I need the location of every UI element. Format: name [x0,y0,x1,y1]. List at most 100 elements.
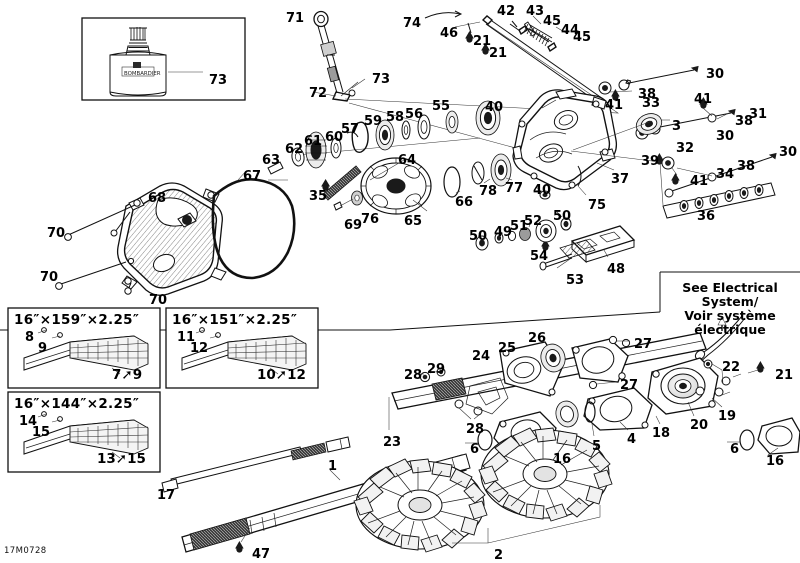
part-callout-70: 70 [40,270,59,285]
part-callout-39: 39 [641,154,660,169]
part-callout-21: 21 [775,368,794,383]
track-box-range-0: 7➚9 [112,367,143,383]
track-box-size-2: 16″×144″×2.25″ [14,396,140,412]
chaincase-housing [512,88,618,191]
part-callout-41: 41 [694,92,713,107]
part-callout-50: 50 [469,229,488,244]
document-id: 17M0728 [4,546,47,556]
part-callout-77: 77 [505,181,524,196]
part-callout-36: 36 [697,209,716,224]
part-callout-64: 64 [398,153,417,168]
track-box-num-1-b: 12 [190,341,209,356]
part-callout-31: 31 [749,107,768,122]
part-callout-21: 21 [473,34,492,49]
shift-rod-hardware [424,10,607,105]
track-box-size-1: 16″×151″×2.25″ [172,312,298,328]
part-callout-16: 16 [766,454,785,469]
part-callout-55: 55 [432,99,451,114]
track-box-num-0-b: 9 [38,341,48,356]
part-callout-50: 50 [553,209,572,224]
part-callout-26: 26 [528,331,547,346]
part-callout-56: 56 [405,107,424,122]
electrical-note-line-0: See Electrical [682,280,778,295]
right-hardware [535,65,777,219]
grease-tube-inset: BOMBARDIER [81,17,246,101]
part-callout-16: 16 [553,452,572,467]
track-box-num-2-b: 15 [32,425,51,440]
part-callout-35: 35 [309,189,328,204]
track-box-range-1: 10➚12 [257,367,306,383]
part-callout-49: 49 [494,225,513,240]
track-box-num-0-a: 8 [25,330,35,345]
dipstick-assembly [312,10,366,102]
part-callout-33: 33 [642,96,661,111]
part-callout-30: 30 [716,129,735,144]
jackshaft-assembly [388,332,707,430]
part-callout-63: 63 [262,153,281,168]
part-callout-1: 1 [328,459,338,474]
part-callout-38: 38 [737,159,756,174]
part-callout-4: 4 [627,432,637,447]
electrical-note-line-2: Voir système [684,308,776,323]
part-callout-41: 41 [605,98,624,113]
part-callout-46: 46 [440,26,459,41]
part-callout-66: 66 [455,195,474,210]
part-callout-53: 53 [566,273,585,288]
part-callout-22: 22 [722,360,741,375]
track-box-num-1-a: 11 [177,330,196,345]
part-callout-71: 71 [286,11,305,26]
part-callout-23: 23 [383,435,402,450]
part-callout-76: 76 [361,212,380,227]
part-callout-73: 73 [209,73,228,88]
part-callout-45: 45 [573,30,592,45]
part-callout-24: 24 [472,349,491,364]
part-callout-41: 41 [690,174,709,189]
part-callout-28: 28 [466,422,485,437]
track-box-size-0: 16″×159″×2.25″ [14,312,140,328]
part-callout-61: 61 [304,134,323,149]
part-callout-38: 38 [735,114,754,129]
part-callout-58: 58 [386,110,405,125]
part-callout-30: 30 [706,67,725,82]
part-callout-6: 6 [470,442,480,457]
part-callout-75: 75 [588,198,607,213]
part-callout-45: 45 [543,14,562,29]
part-callout-21: 21 [489,46,508,61]
track-box-range-2: 13➚15 [97,451,146,467]
chain-64 [322,165,362,201]
chaincase-cover-68 [55,170,296,296]
part-callout-72: 72 [309,86,328,101]
part-callout-5: 5 [592,439,602,454]
electrical-system-note: See Electrical System/ Voir système élec… [665,281,795,337]
part-callout-65: 65 [404,214,423,229]
part-callout-37: 37 [611,172,630,187]
part-callout-74: 74 [403,16,422,31]
part-callout-42: 42 [497,4,516,19]
part-callout-59: 59 [364,114,383,129]
part-callout-2: 2 [494,548,504,563]
part-callout-32: 32 [676,141,695,156]
part-callout-27: 27 [634,337,653,352]
part-callout-52: 52 [524,214,543,229]
part-callout-44: 44 [561,23,580,38]
part-callout-17: 17 [157,488,176,503]
part-callout-27: 27 [620,378,639,393]
brake-caliper-group [475,211,636,271]
part-callout-29: 29 [427,362,446,377]
part-callout-20: 20 [690,418,709,433]
gear-train [267,100,513,215]
track-box-num-2-a: 14 [19,414,38,429]
part-callout-51: 51 [510,219,529,234]
part-callout-38: 38 [638,87,657,102]
part-callout-25: 25 [498,341,517,356]
driven-gear-65 [360,157,432,215]
part-callout-70: 70 [149,293,168,308]
part-callout-67: 67 [243,169,262,184]
part-callout-40: 40 [533,183,552,198]
part-callout-18: 18 [652,426,671,441]
track-detail-boxes [7,307,319,473]
part-callout-60: 60 [325,130,344,145]
drive-axle-assembly [161,427,613,553]
